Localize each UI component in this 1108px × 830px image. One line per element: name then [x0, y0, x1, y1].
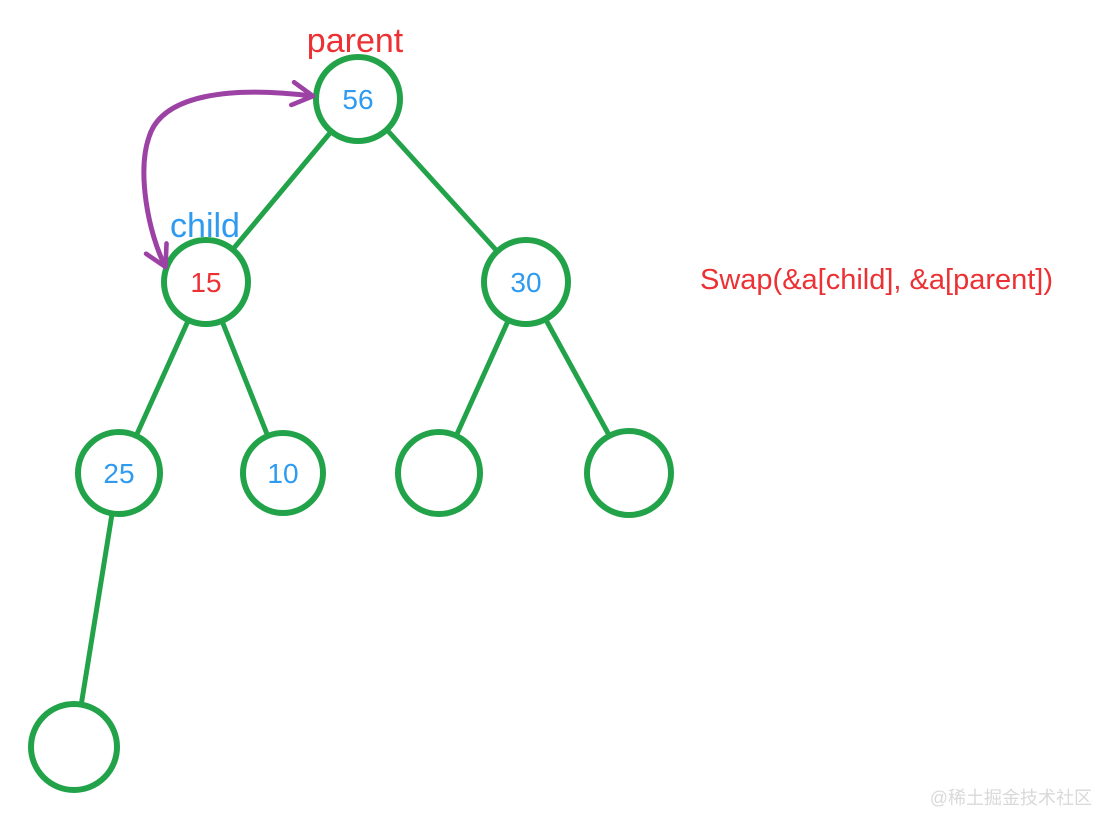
edge-left-to-left-right: [219, 318, 270, 437]
child-label: child: [170, 207, 240, 245]
tree-node-left-left-left: [28, 701, 120, 793]
edge-right-to-right-left: [454, 318, 511, 437]
edge-root-to-right: [385, 128, 499, 253]
edge-right-to-right-right: [543, 317, 612, 438]
edge-left-left-to-left-left-left: [78, 511, 115, 709]
parent-label: parent: [307, 22, 404, 60]
swap-annotation: Swap(&a[child], &a[parent]): [700, 264, 1053, 296]
node-value-root: 56: [342, 84, 373, 115]
node-value-left: 15: [190, 267, 221, 298]
node-value-right: 30: [510, 267, 541, 298]
node-value-left-right: 10: [267, 458, 298, 489]
tree-node-root: [313, 54, 403, 144]
tree-node-right-right: [584, 428, 674, 518]
swap-arrow: [141, 79, 316, 270]
edge-left-to-left-left: [134, 318, 191, 437]
tree-node-left-right: [240, 430, 326, 516]
tree-node-left-left: [75, 429, 163, 517]
edge-root-to-left: [231, 130, 333, 251]
watermark-text: @稀土掘金技术社区: [930, 788, 1092, 808]
tree-node-right: [481, 237, 571, 327]
tree-node-right-left: [395, 429, 483, 517]
node-value-left-left: 25: [103, 458, 134, 489]
